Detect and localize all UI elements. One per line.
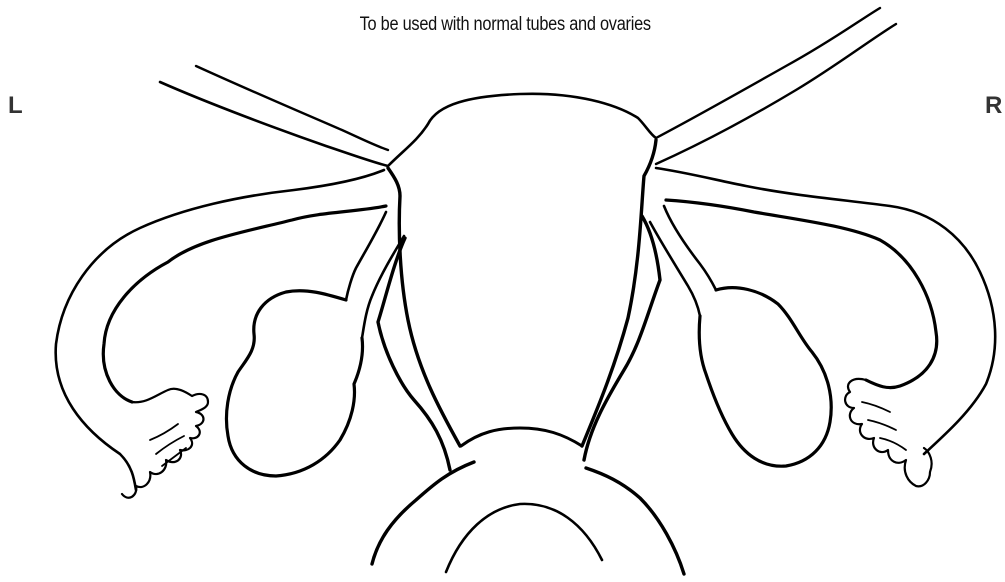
right-ovary [699,288,831,467]
left-ovarian-ligament-inner [362,236,404,338]
right-fimbriae [845,379,932,486]
right-ovarian-ligament-outer [664,206,716,290]
right-round-ligament-upper [656,8,880,138]
right-round-ligament-lower [656,24,896,164]
vagina-left-outline [378,238,450,470]
left-ovarian-ligament-outer [346,212,386,300]
right-tube-upper-outline [656,168,995,454]
vagina-inner-curve [446,504,602,572]
cervix-inner-curve [461,428,582,446]
uterus-body-left-outline [388,168,460,446]
left-fimbriae-inner [150,424,186,466]
left-ovary [226,291,362,476]
uterus-fundus-outline [388,94,656,166]
left-round-ligament-upper [160,82,388,166]
right-fimbriae-inner [862,402,906,450]
uterus-body-right-outline [582,140,656,446]
left-tube-lower-outline [103,206,386,402]
right-tube-lower-outline [666,200,937,388]
